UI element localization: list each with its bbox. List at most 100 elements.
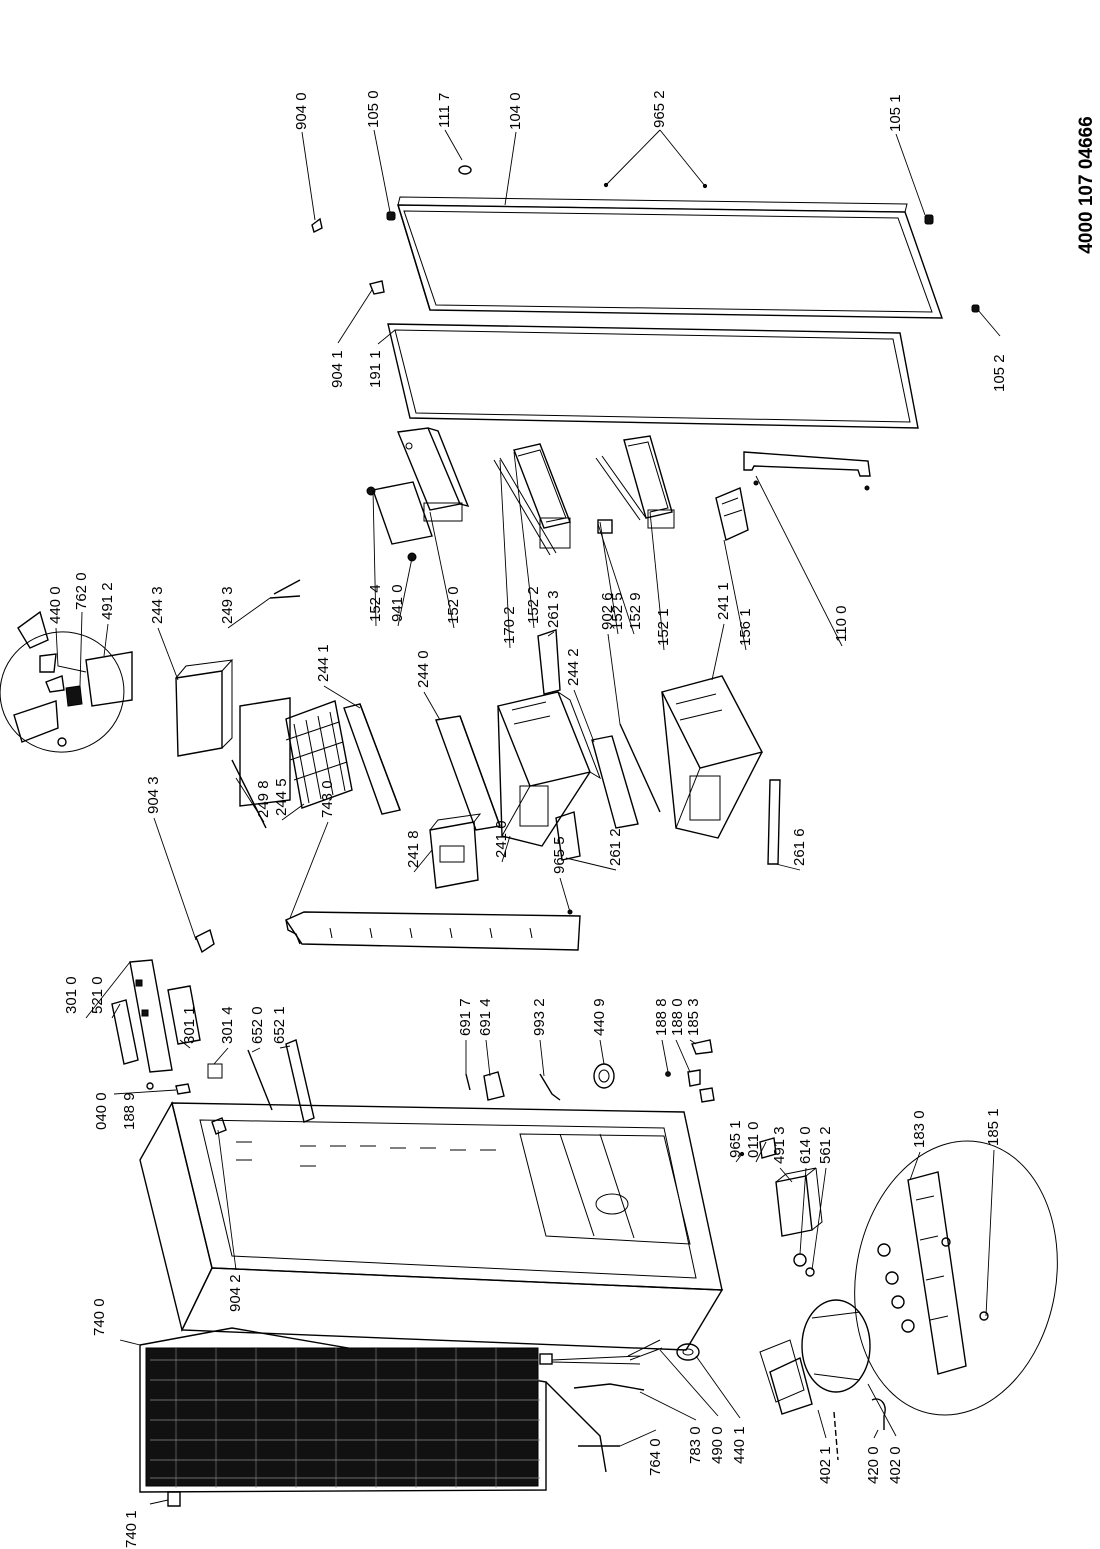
foot-1880 bbox=[687, 1069, 701, 1087]
control-panel-3010 bbox=[129, 959, 173, 1073]
label-3010: 301 0 bbox=[63, 976, 80, 1014]
display-3011 bbox=[167, 985, 201, 1045]
label-4912: 491 2 bbox=[99, 582, 116, 620]
wire-shelf-2445 bbox=[285, 700, 353, 809]
label-9932: 993 2 bbox=[531, 998, 548, 1036]
grommet-4401 bbox=[676, 1343, 700, 1361]
clip-5612 bbox=[805, 1267, 815, 1277]
label-2613: 261 3 bbox=[545, 590, 562, 628]
label-9410: 941 0 bbox=[389, 584, 406, 622]
label-1100: 110 0 bbox=[833, 606, 850, 642]
drain-4409 bbox=[593, 1063, 615, 1089]
glass-shelf-2442 bbox=[591, 735, 639, 829]
holder-6914 bbox=[483, 1071, 505, 1101]
document-code: 4000 107 04666 bbox=[1076, 116, 1097, 253]
compressor-group-1830 bbox=[854, 1140, 1058, 1416]
label-1051: 105 1 bbox=[887, 94, 904, 132]
label-4021: 402 1 bbox=[817, 1446, 834, 1484]
label-2410: 241 0 bbox=[493, 820, 510, 858]
door-panel bbox=[397, 196, 943, 319]
label-7830: 783 0 bbox=[687, 1426, 704, 1464]
label-1911: 191 1 bbox=[367, 350, 384, 388]
tube-7830 bbox=[573, 1383, 645, 1391]
hinge-9043 bbox=[195, 928, 215, 954]
cabinet bbox=[139, 1101, 724, 1351]
clip-1525 bbox=[597, 519, 613, 534]
label-1889: 188 9 bbox=[121, 1092, 138, 1130]
door-gasket bbox=[387, 323, 919, 429]
leader-lines bbox=[55, 129, 1001, 1505]
label-5210: 521 0 bbox=[89, 976, 106, 1014]
sensor-9932 bbox=[539, 1073, 561, 1101]
part-labels: 904 0 105 0 111 7 104 0 965 2 105 1 904 … bbox=[47, 90, 1008, 1548]
glass-strip-9026 bbox=[619, 723, 661, 813]
glass-shelf-2441 bbox=[343, 703, 401, 815]
label-7400: 740 0 bbox=[91, 1298, 108, 1336]
spacer-ring-1117 bbox=[458, 165, 472, 175]
label-4900: 490 0 bbox=[709, 1426, 726, 1464]
label-1052: 105 2 bbox=[991, 354, 1008, 392]
label-1830: 183 0 bbox=[911, 1110, 928, 1148]
label-1050: 105 0 bbox=[365, 90, 382, 128]
label-7401: 740 1 bbox=[123, 1510, 140, 1548]
label-1524: 152 4 bbox=[367, 584, 384, 622]
label-1521: 152 1 bbox=[655, 608, 672, 646]
label-1561: 156 1 bbox=[737, 608, 754, 646]
foot-0110 bbox=[699, 1087, 715, 1103]
compressor-4020 bbox=[759, 1299, 871, 1415]
relay-box-4913 bbox=[775, 1167, 823, 1237]
label-2498: 249 8 bbox=[255, 780, 272, 818]
power-cord-4900 bbox=[539, 1339, 663, 1365]
door-balcony-1521 bbox=[595, 435, 675, 529]
label-2616: 261 6 bbox=[791, 828, 808, 866]
label-4913: 491 3 bbox=[771, 1126, 788, 1164]
lamp-bar-6521 bbox=[285, 1039, 315, 1123]
label-4401: 440 1 bbox=[731, 1426, 748, 1464]
egg-tray-1524 bbox=[366, 481, 433, 562]
label-1880: 188 0 bbox=[669, 998, 686, 1036]
pin-0400 bbox=[175, 1083, 191, 1095]
label-9043: 904 3 bbox=[145, 776, 162, 814]
label-6520: 652 0 bbox=[249, 1006, 266, 1044]
label-2441: 244 1 bbox=[315, 644, 332, 682]
handle-1100 bbox=[743, 451, 871, 491]
egg-box-2418 bbox=[429, 813, 482, 889]
label-2612: 261 2 bbox=[607, 828, 624, 866]
hinge-1561 bbox=[715, 487, 749, 541]
label-6917: 691 7 bbox=[457, 998, 474, 1036]
rail-2616 bbox=[767, 779, 781, 865]
label-9042: 904 2 bbox=[227, 1274, 244, 1312]
label-1888: 188 8 bbox=[653, 998, 670, 1036]
filter-cover-4912 bbox=[65, 651, 133, 707]
label-1851: 185 1 bbox=[985, 1108, 1002, 1146]
label-4020: 402 0 bbox=[887, 1446, 904, 1484]
label-7640: 764 0 bbox=[647, 1438, 664, 1476]
hinge-cap-1051 bbox=[924, 214, 934, 225]
label-1520: 152 0 bbox=[445, 586, 462, 624]
label-2443: 244 3 bbox=[149, 586, 166, 624]
hinge-cover-9040 bbox=[311, 217, 323, 234]
label-0400: 040 0 bbox=[93, 1092, 110, 1130]
label-1040: 104 0 bbox=[507, 92, 524, 130]
foot-1853 bbox=[691, 1039, 713, 1055]
label-2418: 241 8 bbox=[405, 830, 422, 868]
label-9026: 902 6 bbox=[599, 592, 616, 630]
label-1525: 152 5 bbox=[609, 592, 626, 630]
label-1522: 152 2 bbox=[525, 586, 542, 624]
condenser-7400 bbox=[139, 1327, 607, 1493]
screw-1888 bbox=[665, 1071, 671, 1077]
foot-0110-front bbox=[759, 1137, 777, 1159]
label-4400: 440 0 bbox=[47, 586, 64, 624]
door-balcony-1520 bbox=[397, 427, 470, 522]
label-2411: 241 1 bbox=[715, 582, 732, 620]
label-6521: 652 1 bbox=[271, 1006, 288, 1044]
drawer-rail-2612 bbox=[555, 811, 581, 861]
drawer-rail-2613 bbox=[537, 629, 561, 695]
rear-duct-7430 bbox=[284, 911, 581, 951]
label-4409: 440 9 bbox=[591, 998, 608, 1036]
clamp-7401 bbox=[167, 1491, 181, 1507]
label-1117: 111 7 bbox=[436, 93, 453, 128]
door-balcony-1522 bbox=[493, 443, 571, 556]
